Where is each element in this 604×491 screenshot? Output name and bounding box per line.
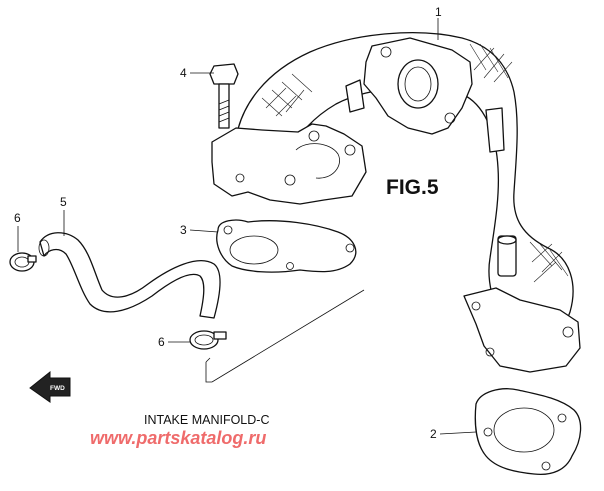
gasket-part: [216, 219, 357, 273]
callout-1: 1: [435, 5, 442, 19]
callout-3: 3: [180, 223, 187, 237]
hose-clamp-lower: [189, 330, 227, 350]
bolt-part: [209, 63, 239, 129]
callout-6-lower: 6: [158, 335, 165, 349]
callout-5: 5: [60, 195, 67, 209]
fwd-label: FWD: [50, 385, 65, 392]
assembly-guide-lines: [205, 289, 365, 383]
forward-arrow-icon: FWD: [29, 370, 71, 403]
intake-manifold-part: [211, 32, 581, 373]
figure-label: FIG.5: [386, 176, 439, 199]
callout-2: 2: [430, 427, 437, 441]
callout-4: 4: [180, 66, 187, 80]
figure-caption: INTAKE MANIFOLD-C: [144, 413, 269, 427]
leader-lines: [17, 18, 477, 435]
lower-gasket-part: [474, 388, 582, 476]
watermark-text: www.partskatalog.ru: [90, 428, 266, 448]
callout-6-upper: 6: [14, 211, 21, 225]
hose-clamp-upper: [9, 252, 37, 272]
hose-part: [38, 232, 221, 319]
